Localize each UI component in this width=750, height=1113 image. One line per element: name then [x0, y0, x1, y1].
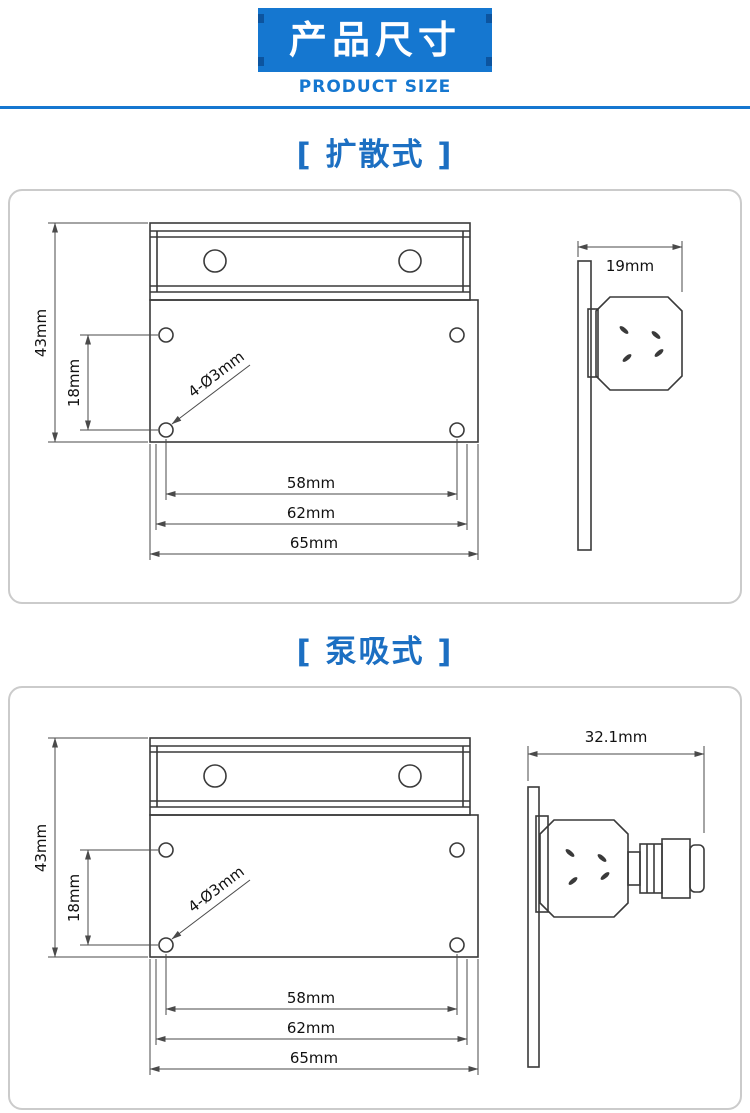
side-view: 19mm	[577, 241, 683, 551]
rail-hole-right	[398, 249, 422, 273]
banner-notch	[486, 14, 492, 23]
dim-total-height: 43mm	[32, 222, 148, 443]
screw-hole-bl	[158, 422, 174, 438]
front-outline	[149, 737, 479, 958]
side-outline	[527, 786, 705, 1068]
device-body	[149, 299, 479, 443]
dim-total-width: 65mm	[149, 444, 479, 560]
dim-hole-spacing-h-label: 58mm	[287, 989, 335, 1007]
fitting-neck	[627, 851, 641, 886]
dim-total-height: 43mm	[32, 737, 148, 958]
banner-notch	[258, 57, 264, 66]
section-title-diffusion: [ 扩散式 ]	[296, 137, 454, 173]
diffusion-panel: 43mm 18mm 4-Ø3mm	[8, 189, 742, 604]
sensor-pin	[568, 877, 578, 885]
front-view: 43mm 18mm 4-Ø3mm	[32, 737, 479, 1075]
dim-hole-spacing-v: 18mm	[65, 334, 158, 431]
screw-hole-br	[449, 422, 465, 438]
sensor-pin	[651, 331, 661, 339]
dim-hole-spacing-v: 18mm	[65, 849, 158, 946]
sensor-pin	[565, 849, 575, 857]
hole-callout: 4-Ø3mm	[171, 862, 251, 940]
dim-hole-spacing-v-label: 18mm	[65, 874, 83, 922]
front-view: 43mm 18mm 4-Ø3mm	[32, 222, 479, 560]
dim-total-width-label: 65mm	[290, 1049, 338, 1067]
dim-rail-width: 62mm	[155, 444, 468, 530]
mounting-rail	[149, 737, 471, 816]
pump-panel: 43mm 18mm 4-Ø3mm	[8, 686, 742, 1110]
section-title-pump: [ 泵吸式 ]	[296, 634, 454, 670]
mount-tab	[535, 815, 549, 913]
sensor-pin	[597, 854, 607, 862]
fitting-nut	[639, 843, 663, 894]
dim-hole-spacing-h-label: 58mm	[287, 474, 335, 492]
rail-hole-right	[398, 764, 422, 788]
dim-depth-label: 32.1mm	[585, 728, 648, 746]
front-outline	[149, 222, 479, 443]
screw-hole-tl	[158, 842, 174, 858]
screw-hole-tr	[449, 327, 465, 343]
dim-total-width: 65mm	[149, 959, 479, 1075]
sensor-pin	[654, 349, 664, 357]
side-view: 32.1mm	[527, 728, 705, 1068]
dim-depth: 19mm	[577, 241, 683, 292]
dim-total-height-label: 43mm	[32, 824, 50, 872]
dim-total-height-label: 43mm	[32, 309, 50, 357]
device-body	[149, 814, 479, 958]
front-dimensions: 43mm 18mm 4-Ø3mm	[32, 222, 479, 560]
dim-hole-spacing-h: 58mm	[165, 954, 458, 1015]
rail-hole-left	[203, 764, 227, 788]
mounting-plate	[527, 786, 540, 1068]
dim-rail-width-label: 62mm	[287, 504, 335, 522]
sensor-pin	[600, 872, 610, 880]
sensor-pin	[619, 326, 629, 334]
sensor-pin	[622, 354, 632, 362]
diffusion-technical-drawing: 43mm 18mm 4-Ø3mm	[32, 222, 683, 560]
dim-depth-label: 19mm	[606, 257, 654, 275]
front-dimensions: 43mm 18mm 4-Ø3mm	[32, 737, 479, 1075]
mounting-rail	[149, 222, 471, 301]
dim-rail-width: 62mm	[155, 959, 468, 1045]
rail-hole-left	[203, 249, 227, 273]
screw-hole-tl	[158, 327, 174, 343]
screw-hole-bl	[158, 937, 174, 953]
sensor-head	[595, 296, 683, 391]
banner-notch	[486, 57, 492, 66]
pump-technical-drawing: 43mm 18mm 4-Ø3mm	[32, 728, 705, 1075]
sensor-head	[539, 819, 629, 918]
side-outline	[577, 260, 683, 551]
dim-hole-spacing-h: 58mm	[165, 439, 458, 500]
page-subtitle: PRODUCT SIZE	[298, 77, 452, 97]
fitting-cap	[689, 844, 705, 893]
dim-total-width-label: 65mm	[290, 534, 338, 552]
mounting-plate	[577, 260, 592, 551]
header: 产品尺寸 PRODUCT SIZE	[0, 0, 750, 109]
page-title: 产品尺寸	[288, 18, 461, 62]
dim-depth: 32.1mm	[527, 728, 705, 833]
title-banner: 产品尺寸	[258, 8, 492, 72]
banner-notch	[258, 14, 264, 23]
screw-hole-tr	[449, 842, 465, 858]
header-divider	[0, 106, 750, 109]
hole-callout: 4-Ø3mm	[171, 347, 251, 425]
screw-hole-br	[449, 937, 465, 953]
fitting-body	[661, 838, 691, 899]
mount-tab	[587, 308, 599, 378]
dim-rail-width-label: 62mm	[287, 1019, 335, 1037]
dim-hole-spacing-v-label: 18mm	[65, 359, 83, 407]
